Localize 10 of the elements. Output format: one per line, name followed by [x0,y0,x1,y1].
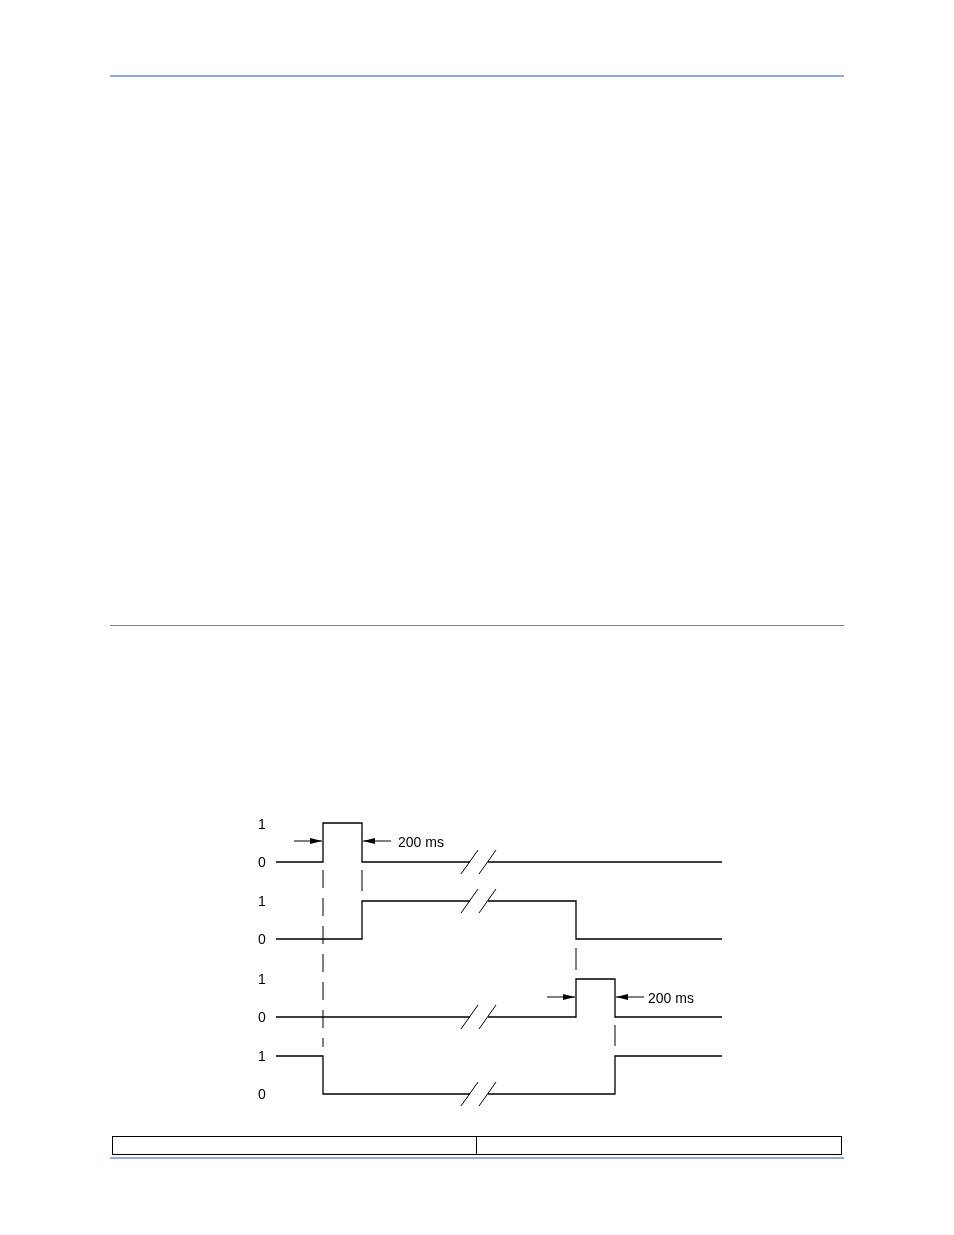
signal-level-label: 0 [258,1087,266,1101]
signal-level-label: 0 [258,932,266,946]
signal-level-label: 1 [258,817,266,831]
signal-level-label: 0 [258,855,266,869]
signal-level-label: 200 ms [648,991,694,1005]
signal-level-label: 200 ms [398,835,444,849]
signal-level-label: 1 [258,972,266,986]
signal-level-label: 1 [258,1049,266,1063]
signal-level-label: 0 [258,1010,266,1024]
signal-level-label: 1 [258,894,266,908]
